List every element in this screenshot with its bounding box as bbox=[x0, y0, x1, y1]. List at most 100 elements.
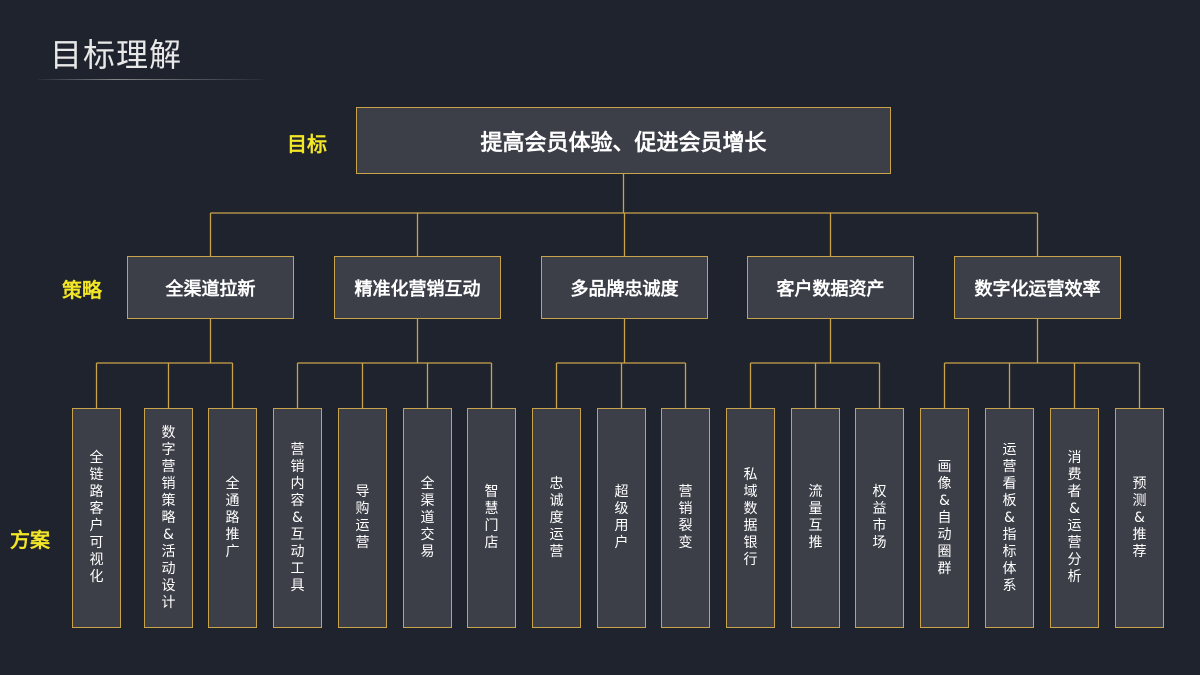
page-title: 目标理解 bbox=[50, 36, 183, 74]
plan-char: 导 bbox=[355, 484, 370, 500]
plan-box: 营销内容&互动工具 bbox=[273, 408, 322, 628]
plan-char: 数 bbox=[743, 501, 758, 517]
plan-char: 客 bbox=[89, 501, 104, 517]
plan-char: 营 bbox=[355, 535, 370, 551]
plan-char: 渠 bbox=[420, 492, 435, 509]
plan-char: 路 bbox=[89, 484, 104, 500]
title-underline bbox=[38, 79, 263, 80]
plan-char: 全 bbox=[89, 450, 104, 466]
plan-char: 营 bbox=[1002, 458, 1017, 475]
plan-char: 标 bbox=[1002, 543, 1017, 560]
plan-char: 化 bbox=[89, 569, 104, 585]
plan-char: 忠 bbox=[549, 475, 564, 492]
plan-char: 易 bbox=[420, 543, 435, 560]
plan-char: 预 bbox=[1132, 475, 1147, 492]
plan-char: 店 bbox=[484, 535, 499, 551]
plan-char: 域 bbox=[743, 484, 758, 500]
plan-char: 动 bbox=[290, 543, 305, 560]
plan-char: 营 bbox=[290, 441, 305, 458]
strategy-box: 客户数据资产 bbox=[747, 256, 914, 319]
plan-char: & bbox=[1069, 501, 1080, 517]
plan-char: 营 bbox=[161, 458, 176, 475]
plan-char: 略 bbox=[161, 509, 176, 526]
plan-char: 超 bbox=[614, 484, 629, 500]
plan-char: 户 bbox=[89, 518, 104, 534]
plan-char: 看 bbox=[1002, 475, 1017, 492]
plan-char: 者 bbox=[1067, 484, 1082, 500]
plan-char: 户 bbox=[614, 535, 629, 551]
plan-char: 销 bbox=[290, 458, 305, 475]
plan-box: 权益市场 bbox=[855, 408, 904, 628]
plan-char: 体 bbox=[1002, 560, 1017, 577]
plan-char: 工 bbox=[290, 560, 305, 577]
plan-char: 内 bbox=[290, 475, 305, 492]
plan-char: 销 bbox=[161, 475, 176, 492]
plan-char: 具 bbox=[290, 577, 305, 594]
strategy-box: 精准化营销互动 bbox=[334, 256, 501, 319]
plan-char: 活 bbox=[161, 543, 176, 560]
plan-box: 全渠道交易 bbox=[403, 408, 452, 628]
plan-char: 自 bbox=[937, 509, 952, 526]
plan-box: 流量互推 bbox=[791, 408, 840, 628]
plan-char: & bbox=[1134, 509, 1145, 526]
plan-char: 慧 bbox=[484, 501, 499, 517]
plan-char: 析 bbox=[1067, 569, 1082, 585]
plan-char: 分 bbox=[1067, 552, 1082, 568]
plan-char: 智 bbox=[484, 484, 499, 500]
plan-char: 字 bbox=[161, 441, 176, 458]
plan-char: 营 bbox=[678, 484, 693, 500]
plan-char: 交 bbox=[420, 526, 435, 543]
plan-char: 计 bbox=[161, 594, 176, 611]
plan-char: 营 bbox=[549, 543, 564, 560]
plan-box: 忠诚度运营 bbox=[532, 408, 581, 628]
plan-box: 导购运营 bbox=[338, 408, 387, 628]
plan-char: 设 bbox=[161, 577, 176, 594]
plan-char: 荐 bbox=[1132, 543, 1147, 560]
plan-char: 运 bbox=[1067, 518, 1082, 534]
plan-box: 数字营销策略&活动设计 bbox=[144, 408, 193, 628]
plan-char: 运 bbox=[549, 526, 564, 543]
plan-char: 益 bbox=[872, 501, 887, 517]
plan-box: 画像&自动圈群 bbox=[920, 408, 969, 628]
plan-box: 营销裂变 bbox=[661, 408, 710, 628]
plan-char: 用 bbox=[614, 518, 629, 534]
plan-char: 变 bbox=[678, 535, 693, 551]
plan-char: 销 bbox=[678, 501, 693, 517]
plan-char: 路 bbox=[225, 509, 240, 526]
plan-char: 银 bbox=[743, 535, 758, 551]
plan-char: 裂 bbox=[678, 518, 693, 534]
plan-char: 推 bbox=[1132, 526, 1147, 543]
plan-char: 数 bbox=[161, 424, 176, 441]
plan-box: 全链路客户可视化 bbox=[72, 408, 121, 628]
plan-char: 私 bbox=[743, 467, 758, 483]
strategy-box: 多品牌忠诚度 bbox=[541, 256, 708, 319]
strategy-box: 全渠道拉新 bbox=[127, 256, 294, 319]
plan-char: 营 bbox=[1067, 535, 1082, 551]
plan-char: 权 bbox=[872, 484, 887, 500]
plan-box: 运营看板&指标体系 bbox=[985, 408, 1034, 628]
plan-char: 度 bbox=[549, 509, 564, 526]
plan-char: 广 bbox=[225, 543, 240, 560]
plan-char: 群 bbox=[937, 560, 952, 577]
goal-box: 提高会员体验、促进会员增长 bbox=[356, 107, 891, 174]
plan-char: 推 bbox=[808, 535, 823, 551]
plan-char: 画 bbox=[937, 458, 952, 475]
plan-char: & bbox=[163, 526, 174, 543]
plan-char: 策 bbox=[161, 492, 176, 509]
plan-char: 据 bbox=[743, 518, 758, 534]
plan-char: & bbox=[939, 492, 950, 509]
plan-char: & bbox=[292, 509, 303, 526]
plan-char: 推 bbox=[225, 526, 240, 543]
plan-box: 私域数据银行 bbox=[726, 408, 775, 628]
plan-char: 板 bbox=[1002, 492, 1017, 509]
plan-char: 可 bbox=[89, 535, 104, 551]
plan-box: 消费者&运营分析 bbox=[1050, 408, 1099, 628]
plan-char: 费 bbox=[1067, 467, 1082, 483]
goal-row-label: 目标 bbox=[287, 132, 327, 156]
plan-box: 预测&推荐 bbox=[1115, 408, 1164, 628]
plan-char: 运 bbox=[355, 518, 370, 534]
plan-char: 指 bbox=[1002, 526, 1017, 543]
plan-char: 容 bbox=[290, 492, 305, 509]
plan-char: 场 bbox=[872, 535, 887, 551]
